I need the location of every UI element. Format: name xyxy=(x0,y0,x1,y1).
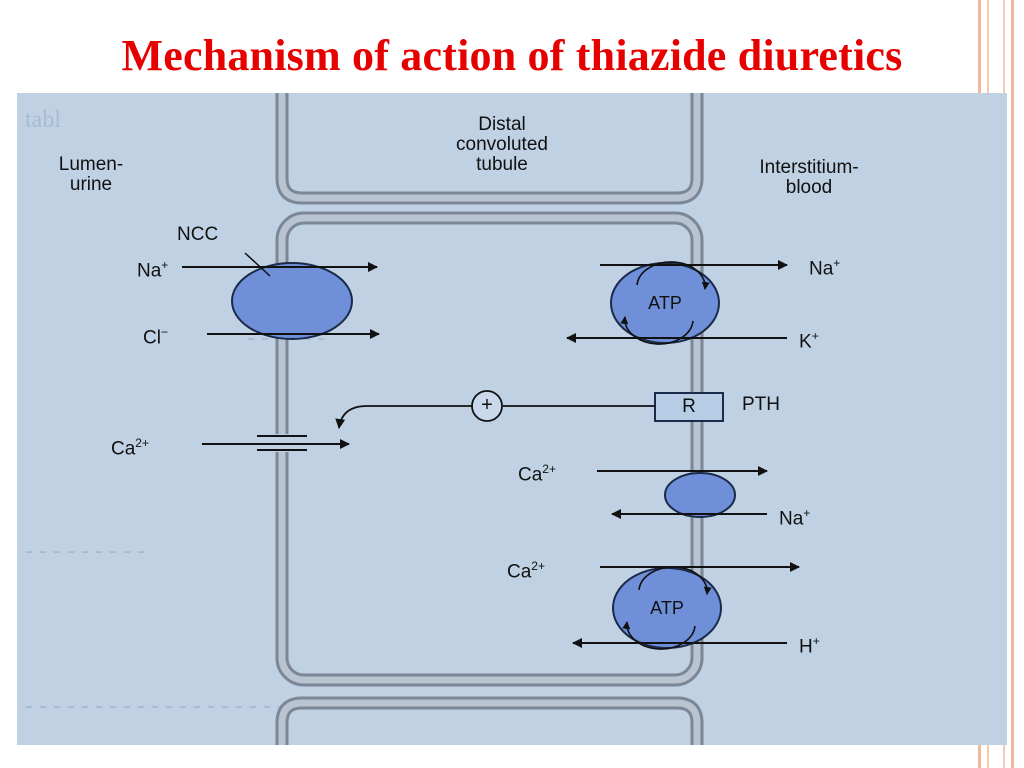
ca-label-atpase: Ca2+ xyxy=(507,556,545,582)
ion-charge: + xyxy=(833,256,841,270)
faded-background-text: tabl xyxy=(25,107,61,133)
tubule-label: Distal convoluted tubule xyxy=(427,115,577,175)
ca-label-left: Ca2+ xyxy=(111,433,149,459)
atp-cycle-arrow-bottom xyxy=(620,316,694,345)
ion-symbol: Na xyxy=(137,260,162,282)
ca-na-exchanger xyxy=(664,472,736,518)
atp-label: ATP xyxy=(650,598,684,618)
na-label-right: Na+ xyxy=(809,253,840,279)
ion-symbol: K xyxy=(799,331,812,353)
pth-receptor xyxy=(654,392,724,422)
pth-stimulation-arrow xyxy=(335,405,472,429)
atp-cycle-arrow-top xyxy=(636,261,710,290)
cl-label: Cl− xyxy=(143,322,168,348)
ion-charge: 2+ xyxy=(542,462,556,476)
receptor-label: R xyxy=(682,396,696,417)
na-label-exchanger: Na+ xyxy=(779,503,810,529)
ion-symbol: Cl xyxy=(143,327,161,349)
atp-label: ATP xyxy=(648,293,682,313)
faded-background-text: - - - - - - - - - - - - - - - - - - - xyxy=(25,693,285,719)
ion-symbol: Na xyxy=(809,258,834,280)
k-label: K+ xyxy=(799,326,819,352)
ion-symbol: Na xyxy=(779,508,804,530)
ncc-pointer-line xyxy=(244,252,271,277)
ncc-label: NCC xyxy=(177,224,219,245)
lower-cell-wall xyxy=(275,696,704,745)
ncc-transporter xyxy=(231,262,353,340)
lumen-label-line: urine xyxy=(69,174,113,195)
pth-label: PTH xyxy=(742,394,780,415)
ion-charge: + xyxy=(812,634,820,648)
ion-symbol: Ca xyxy=(111,438,136,460)
lumen-label: Lumen- urine xyxy=(31,155,151,195)
tubule-label-line: convoluted xyxy=(456,134,548,155)
na-label-left: Na+ xyxy=(137,255,168,281)
ion-charge: + xyxy=(161,258,169,272)
plus-sign: + xyxy=(481,394,493,416)
atp-cycle-arrow-bottom-2 xyxy=(622,621,696,650)
upper-cell-wall-inner xyxy=(278,93,701,202)
tubule-label-line: tubule xyxy=(476,154,528,175)
interstitium-label: Interstitium- blood xyxy=(719,158,899,198)
slide-title: Mechanism of action of thiazide diuretic… xyxy=(121,31,903,80)
diagram-figure: tabl - - - - - - - - - - - - - - - - - -… xyxy=(17,93,1007,745)
tubule-label-line: Distal xyxy=(478,114,526,135)
interstitium-label-line: blood xyxy=(785,177,833,198)
ca-label-right: Ca2+ xyxy=(518,459,556,485)
faded-background-text: - - - - - - - - - xyxy=(25,538,145,564)
ion-charge: 2+ xyxy=(135,436,149,450)
ion-symbol: Ca xyxy=(518,464,543,486)
interstitium-label-line: Interstitium- xyxy=(759,157,859,178)
diagram-canvas xyxy=(182,93,800,745)
ion-charge: 2+ xyxy=(531,559,545,573)
ion-symbol: H xyxy=(799,636,813,658)
ion-symbol: Ca xyxy=(507,561,532,583)
h-label: H+ xyxy=(799,631,820,657)
lower-cell-wall-inner xyxy=(278,699,701,745)
ion-charge: + xyxy=(811,329,819,343)
lumen-label-line: Lumen- xyxy=(58,154,124,175)
ion-charge: + xyxy=(803,506,811,520)
ion-charge: − xyxy=(160,325,168,339)
